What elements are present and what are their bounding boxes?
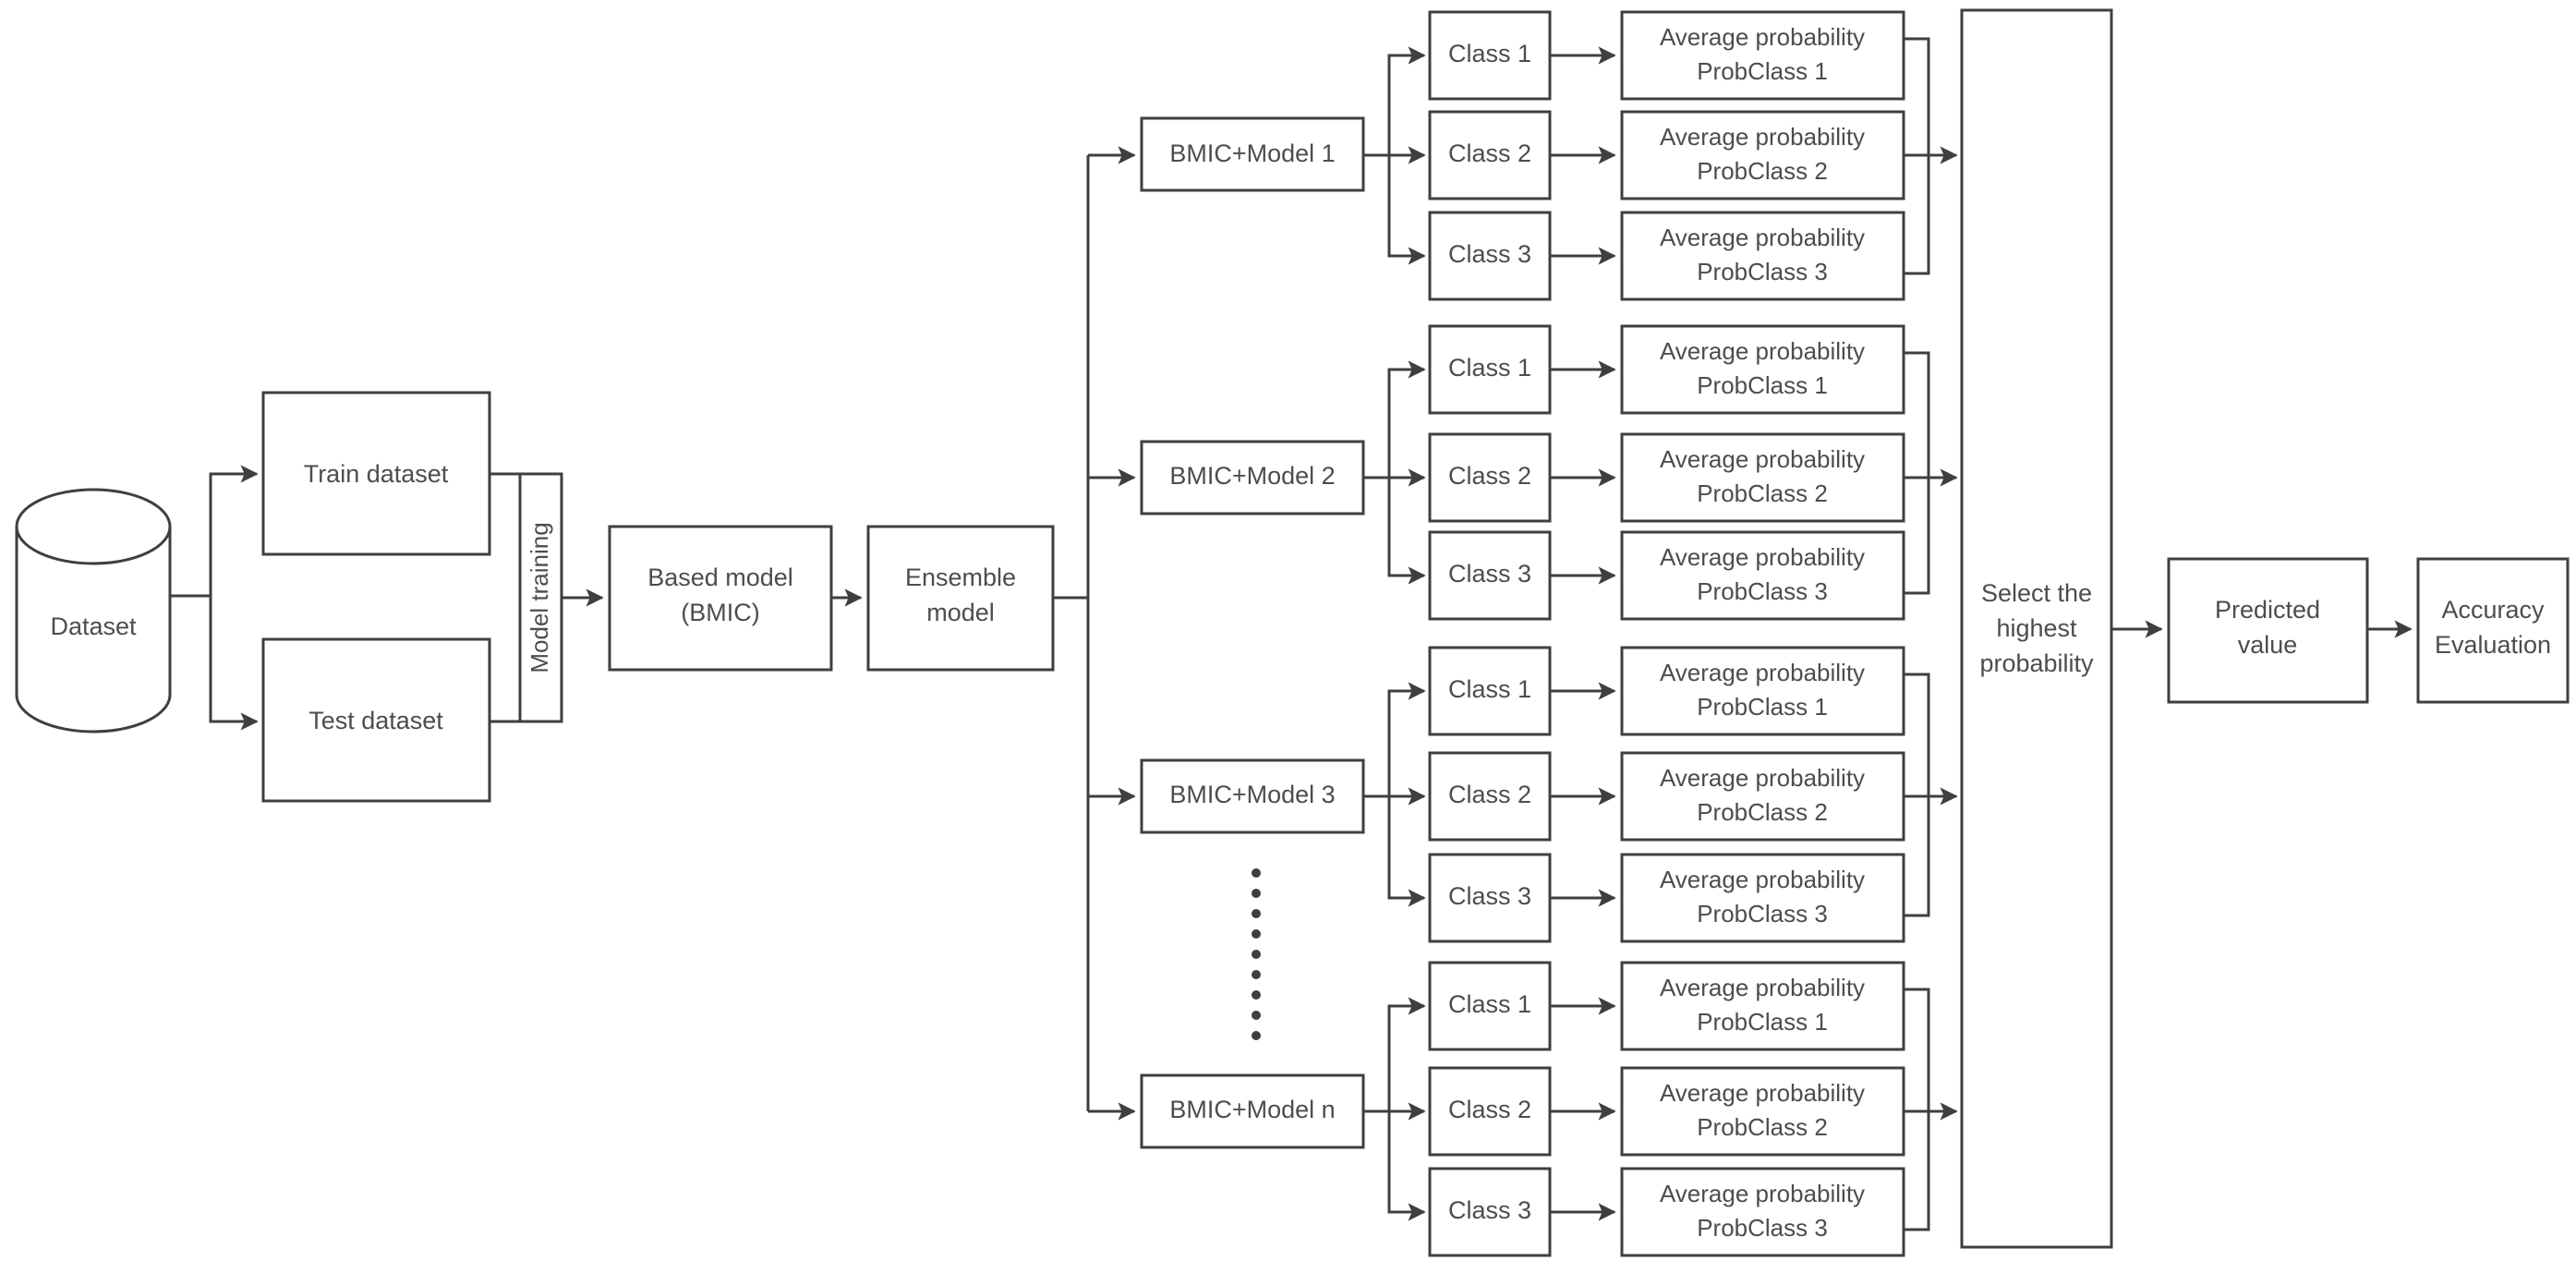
node-class-box	[1428, 1167, 1552, 1257]
prob-label-line2: ProbClass 3	[1697, 1214, 1828, 1242]
prob-label-line2: ProbClass 2	[1697, 798, 1828, 826]
prob-label-line1: Average probability	[1660, 123, 1865, 151]
bmic-model-label: BMIC+Model n	[1169, 1096, 1335, 1123]
prob-label-line2: ProbClass 1	[1697, 1008, 1828, 1036]
node-bmic-model	[1140, 440, 1365, 515]
class-label: Class 3	[1448, 882, 1531, 910]
ensemble-model-label-line2: model	[926, 599, 995, 626]
node-prob-box	[1620, 646, 1905, 736]
prob-label-line1: Average probability	[1660, 1079, 1865, 1107]
test-dataset-label: Test dataset	[308, 707, 443, 734]
prob-label-line1: Average probability	[1660, 23, 1865, 51]
class-label: Class 3	[1448, 560, 1531, 588]
branch-group-2: BMIC+Model 2 Class 1 Class 2 Class 3 Ave…	[1140, 324, 1958, 621]
class-label: Class 2	[1448, 139, 1531, 167]
node-model-training: Model training	[518, 472, 563, 723]
node-ensemble-model: Ensemble model	[866, 525, 1055, 672]
prob-label-line1: Average probability	[1660, 659, 1865, 686]
prob-label-line1: Average probability	[1660, 445, 1865, 473]
node-accuracy-evaluation: Accuracy Evaluation	[2416, 557, 2570, 704]
node-class-box	[1428, 961, 1552, 1051]
accuracy-evaluation-label-line2: Evaluation	[2435, 631, 2551, 659]
prob-label-line1: Average probability	[1660, 866, 1865, 893]
node-prob-box	[1620, 1167, 1905, 1257]
vertical-ellipsis-icon	[1252, 868, 1261, 1040]
node-prob-box	[1620, 853, 1905, 943]
node-prob-box	[1620, 211, 1905, 301]
prob-label-line2: ProbClass 1	[1697, 371, 1828, 399]
class-label: Class 3	[1448, 240, 1531, 268]
class-label: Class 1	[1448, 40, 1531, 67]
node-prob-box	[1620, 110, 1905, 200]
select-highest-label-line2: highest	[1996, 614, 2077, 642]
node-bmic-model	[1140, 758, 1365, 834]
prob-label-line2: ProbClass 1	[1697, 693, 1828, 721]
node-prob-box	[1620, 751, 1905, 842]
predicted-value-label-line2: value	[2238, 631, 2298, 659]
edge-dataset-split	[170, 465, 259, 731]
node-class-box	[1428, 646, 1552, 736]
node-dataset: Dataset	[15, 488, 172, 733]
node-prob-box	[1620, 1066, 1905, 1157]
prob-label-line1: Average probability	[1660, 764, 1865, 792]
node-bmic-model	[1140, 1073, 1365, 1149]
branch-group-3: BMIC+Model 3 Class 1 Class 2 Class 3 Ave…	[1140, 646, 1958, 943]
class-label: Class 3	[1448, 1196, 1531, 1224]
prob-label-line1: Average probability	[1660, 224, 1865, 251]
predicted-value-label-line1: Predicted	[2215, 596, 2320, 624]
dataset-label: Dataset	[50, 612, 137, 640]
node-class-box	[1428, 324, 1552, 415]
prob-label-line2: ProbClass 1	[1697, 57, 1828, 85]
node-class-box	[1428, 1066, 1552, 1157]
prob-label-line1: Average probability	[1660, 1180, 1865, 1207]
node-based-model: Based model (BMIC)	[608, 525, 833, 672]
edge-ensemble-to-trunk	[1053, 146, 1136, 1121]
node-predicted-value: Predicted value	[2167, 557, 2369, 704]
prob-label-line1: Average probability	[1660, 543, 1865, 571]
node-prob-box	[1620, 324, 1905, 415]
bmic-model-label: BMIC+Model 1	[1169, 139, 1335, 167]
node-prob-box	[1620, 961, 1905, 1051]
select-highest-label-line1: Select the	[1981, 579, 2092, 607]
bmic-model-label: BMIC+Model 3	[1169, 781, 1335, 808]
node-select-highest-probability: Select the highest probability	[1960, 8, 2113, 1249]
prob-label-line2: ProbClass 3	[1697, 577, 1828, 605]
class-label: Class 1	[1448, 990, 1531, 1018]
node-bmic-model	[1140, 116, 1365, 192]
bmic-model-label: BMIC+Model 2	[1169, 462, 1335, 490]
class-label: Class 1	[1448, 354, 1531, 382]
select-highest-label-line3: probability	[1979, 649, 2094, 677]
prob-label-line1: Average probability	[1660, 337, 1865, 365]
node-test-dataset: Test dataset	[261, 637, 491, 803]
node-prob-box	[1620, 10, 1905, 101]
prob-label-line2: ProbClass 3	[1697, 258, 1828, 285]
prob-label-line1: Average probability	[1660, 974, 1865, 1001]
accuracy-evaluation-label-line1: Accuracy	[2441, 596, 2545, 624]
class-label: Class 1	[1448, 675, 1531, 703]
branch-group-n: BMIC+Model n Class 1 Class 2 Class 3 Ave…	[1140, 961, 1958, 1257]
class-label: Class 2	[1448, 1096, 1531, 1123]
prob-label-line2: ProbClass 3	[1697, 900, 1828, 927]
based-model-label-line1: Based model	[647, 564, 793, 591]
class-label: Class 2	[1448, 462, 1531, 490]
node-prob-box	[1620, 530, 1905, 621]
prob-label-line2: ProbClass 2	[1697, 479, 1828, 507]
prob-label-line2: ProbClass 2	[1697, 157, 1828, 185]
class-label: Class 2	[1448, 781, 1531, 808]
model-training-label: Model training	[526, 522, 553, 673]
based-model-label-line2: (BMIC)	[681, 599, 759, 626]
node-train-dataset: Train dataset	[261, 391, 491, 556]
prob-label-line2: ProbClass 2	[1697, 1113, 1828, 1141]
node-class-box	[1428, 751, 1552, 842]
branch-group-1: BMIC+Model 1 Class 1 Class 2 Class 3 Ave…	[1140, 10, 1958, 301]
train-dataset-label: Train dataset	[304, 460, 449, 488]
ensemble-model-label-line1: Ensemble	[905, 564, 1016, 591]
node-prob-box	[1620, 432, 1905, 523]
